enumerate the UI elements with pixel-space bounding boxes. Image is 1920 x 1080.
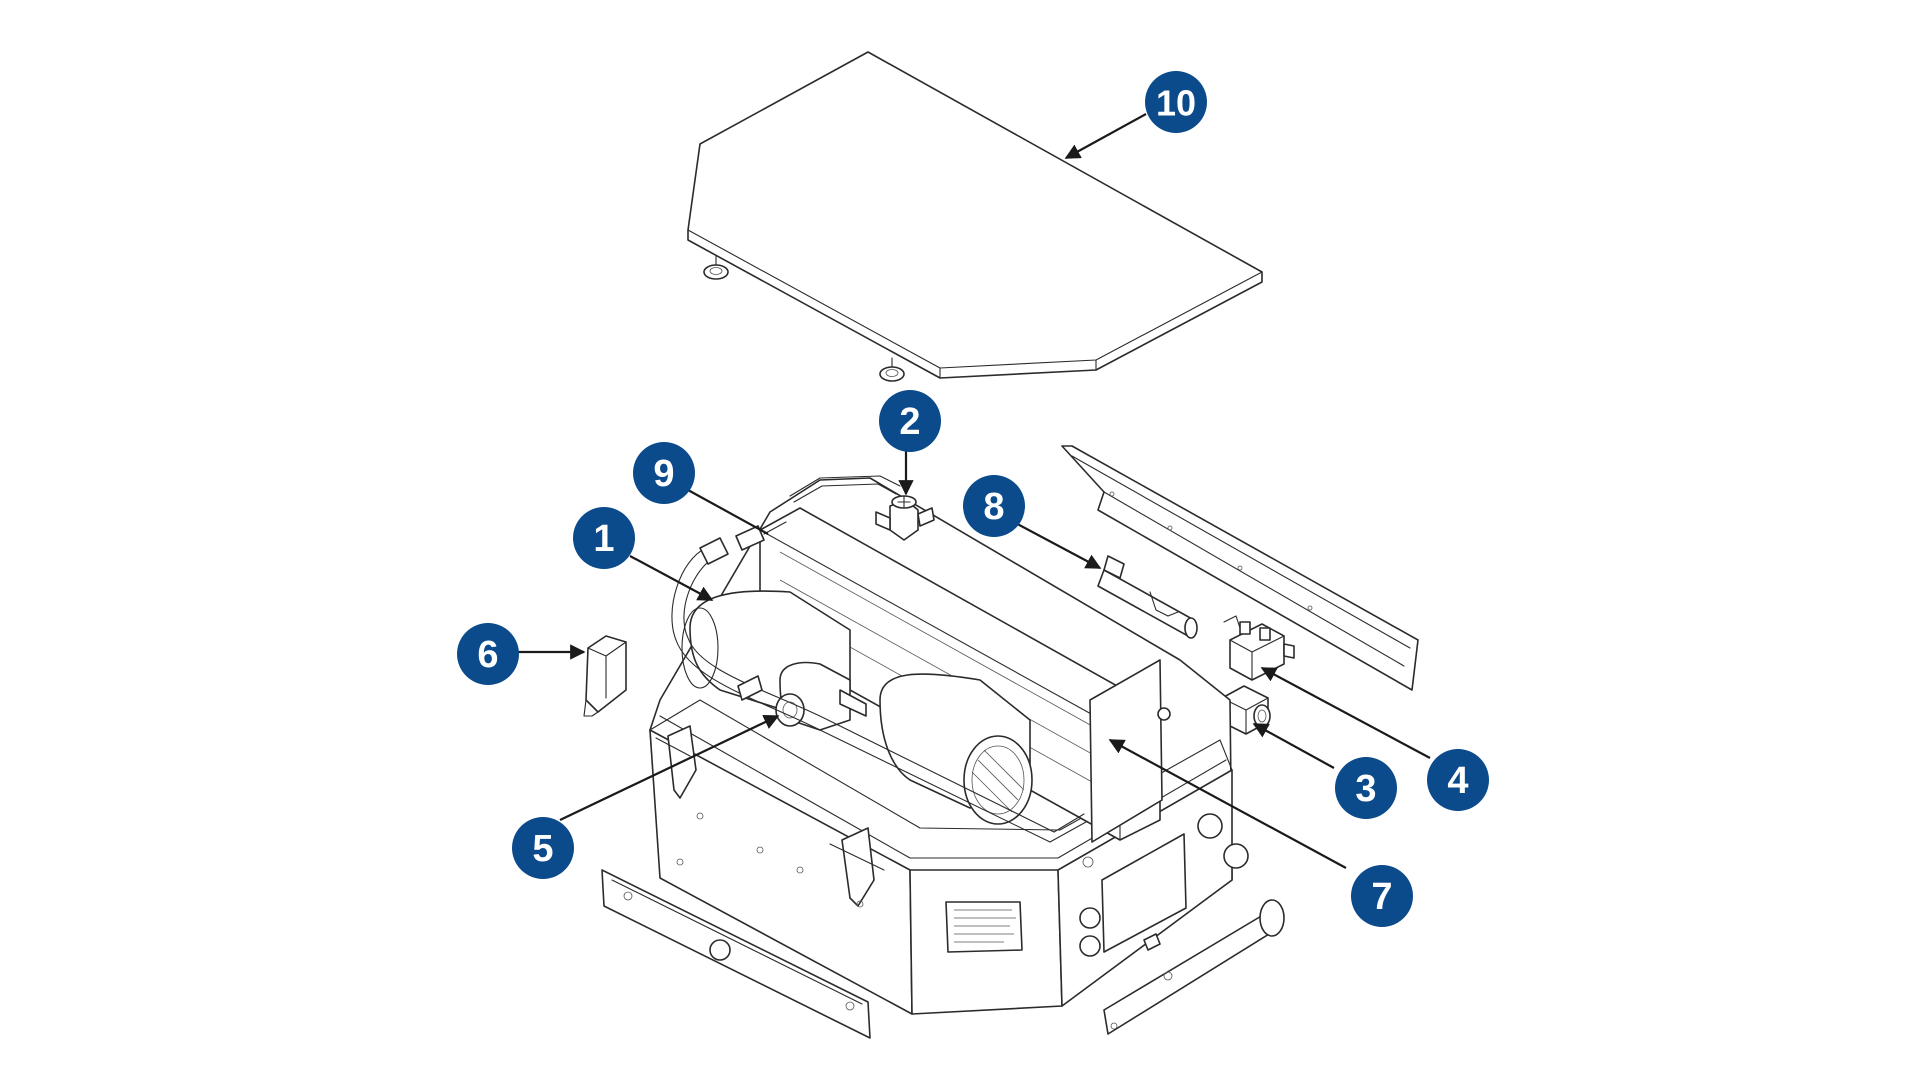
svg-text:2: 2: [899, 401, 920, 443]
svg-text:5: 5: [532, 828, 553, 870]
svg-text:4: 4: [1447, 760, 1468, 802]
leader-4: [1260, 667, 1431, 759]
callout-badge-1: 1: [573, 507, 635, 569]
svg-text:8: 8: [983, 486, 1004, 528]
svg-text:9: 9: [653, 453, 674, 495]
badge-circle: [512, 817, 574, 879]
badge-circle: [1335, 757, 1397, 819]
callout-badge-2: 2: [879, 390, 941, 452]
badge-circle: [633, 442, 695, 504]
badge-circle: [1145, 71, 1207, 133]
side-panel-part: [1061, 445, 1419, 691]
motor-part: [775, 661, 867, 731]
leader-7: [1108, 739, 1347, 869]
blower-assembly-part: [671, 521, 1087, 843]
leader-10: [1064, 113, 1147, 159]
callout-badge-7: 7: [1351, 865, 1413, 927]
badge-circle: [879, 390, 941, 452]
relay-part: [1223, 615, 1295, 681]
badge-circle: [1427, 749, 1489, 811]
svg-text:3: 3: [1355, 768, 1376, 810]
badge-circle: [963, 475, 1025, 537]
leader-5: [559, 715, 780, 821]
svg-text:1: 1: [593, 518, 614, 560]
coil-assembly-part: [759, 475, 1171, 843]
callout-badge-4: 4: [1427, 749, 1489, 811]
capacitor-part: [1097, 555, 1198, 639]
leader-1: [629, 555, 714, 601]
callout-badge-3: 3: [1335, 757, 1397, 819]
callout-badge-6: 6: [457, 623, 519, 685]
junction-box-part: [583, 635, 627, 717]
cover-fastener-left: [703, 255, 729, 280]
cover-fastener-right: [879, 357, 905, 382]
callout-badge-5: 5: [512, 817, 574, 879]
callout-badge-10: 10: [1145, 71, 1207, 133]
top-cover-part: [687, 51, 1263, 382]
badge-circle: [573, 507, 635, 569]
svg-text:10: 10: [1156, 83, 1196, 124]
callout-badge-8: 8: [963, 475, 1025, 537]
leader-8: [1009, 519, 1102, 569]
svg-text:6: 6: [477, 634, 498, 676]
callout-badges: 10 2 9 8 1 6 5 3: [457, 71, 1489, 927]
svg-text:7: 7: [1371, 876, 1392, 918]
valve-part: [875, 495, 935, 541]
nameplate: [945, 901, 1023, 953]
leader-lines: [516, 113, 1431, 869]
badge-circle: [457, 623, 519, 685]
leader-9: [687, 489, 769, 535]
leader-3: [1252, 723, 1335, 769]
callout-badge-9: 9: [633, 442, 695, 504]
badge-circle: [1351, 865, 1413, 927]
